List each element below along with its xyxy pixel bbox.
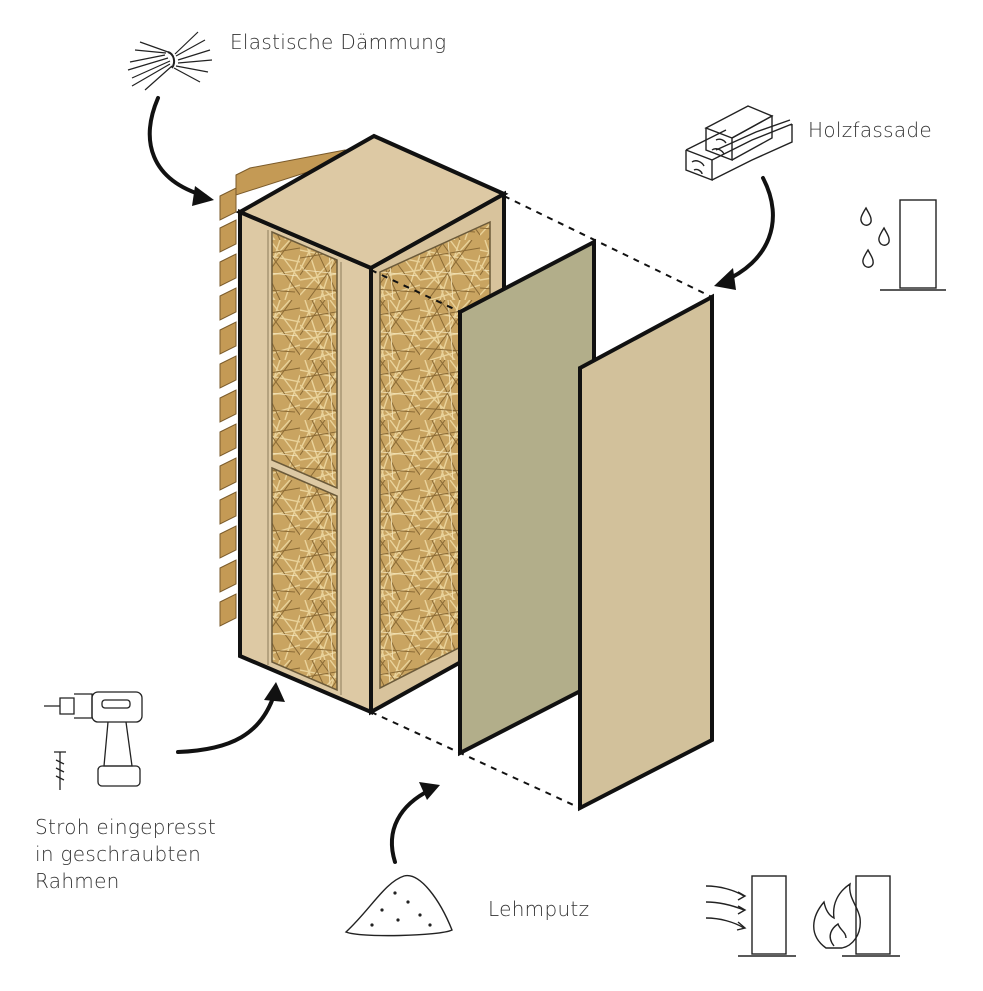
arrow-straw (176, 690, 277, 754)
label-wood-facade: Holzfassade (808, 118, 933, 142)
label-clay-plaster: Lehmputz (488, 897, 590, 921)
label-straw-frame: Stroh eingepresst in geschraubten Rahmen (35, 814, 255, 895)
arrow-plaster (389, 788, 432, 864)
drill-screw-icon (44, 691, 143, 790)
wood-facade-panel (578, 293, 714, 812)
arrow-facade (720, 176, 775, 284)
straw-bundle-icon (127, 31, 213, 91)
elastic-insulation-strip (219, 149, 346, 627)
arrows (147, 96, 775, 864)
label-straw-line3: Rahmen (35, 869, 120, 893)
sand-pile-icon (344, 875, 453, 937)
water-drops-wall-icon (860, 199, 946, 291)
clay-plaster-panel (458, 238, 596, 757)
label-straw-line1: Stroh eingepresst (35, 815, 216, 839)
label-elastic-insulation: Elastische Dämmung (230, 30, 447, 54)
fire-wall-icon (813, 875, 900, 957)
label-straw-line2: in geschraubten (35, 842, 202, 866)
arrow-heads (192, 186, 736, 800)
arrow-insulation (147, 96, 207, 198)
timber-beams-icon (685, 105, 793, 182)
wind-wall-icon (705, 875, 796, 957)
